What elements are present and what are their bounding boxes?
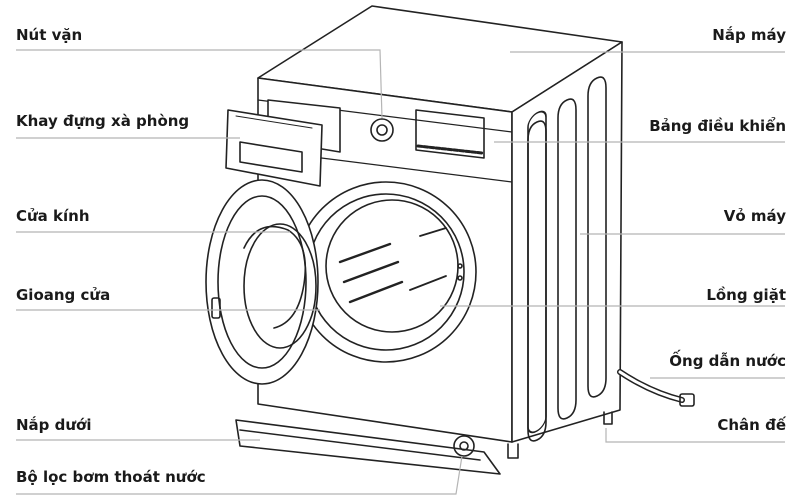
label-nap-duoi: Nắp dưới — [16, 416, 92, 434]
leader-bo-loc — [16, 455, 463, 495]
label-bang-dieu-khien: Bảng điều khiển — [649, 117, 786, 135]
label-long-giat: Lồng giặt — [706, 286, 786, 304]
label-chan-de: Chân đế — [717, 416, 786, 434]
foot — [507, 443, 519, 459]
label-gioang-cua: Gioang cửa — [16, 286, 111, 304]
side-vent-2 — [557, 98, 577, 420]
door-glass — [243, 223, 317, 349]
label-nut-van: Nút vặn — [16, 26, 83, 44]
leader-nut-van — [16, 49, 383, 119]
leader-lines — [16, 49, 785, 495]
leader-chan-de — [605, 428, 785, 443]
label-vo-may: Vỏ máy — [723, 207, 786, 225]
side-vent-3 — [587, 76, 607, 398]
control-panel-display — [415, 109, 485, 159]
drain-pump-filter — [453, 435, 475, 457]
knob — [370, 118, 394, 142]
label-khay-dung-xa-phong: Khay đựng xà phòng — [16, 112, 190, 130]
side-vent-1 — [527, 120, 547, 442]
bottom-cover — [235, 419, 501, 475]
foot — [603, 411, 613, 425]
label-nap-may: Nắp máy — [712, 26, 786, 44]
label-ong-dan-nuoc: Ống dẫn nước — [669, 352, 786, 370]
label-cua-kinh: Cửa kính — [16, 207, 90, 225]
washing-machine-illustration — [205, 5, 695, 475]
door-handle — [211, 297, 221, 319]
label-bo-loc-bom-thoat-nuoc: Bộ lọc bơm thoát nước — [16, 468, 206, 486]
door-frame — [205, 179, 319, 385]
